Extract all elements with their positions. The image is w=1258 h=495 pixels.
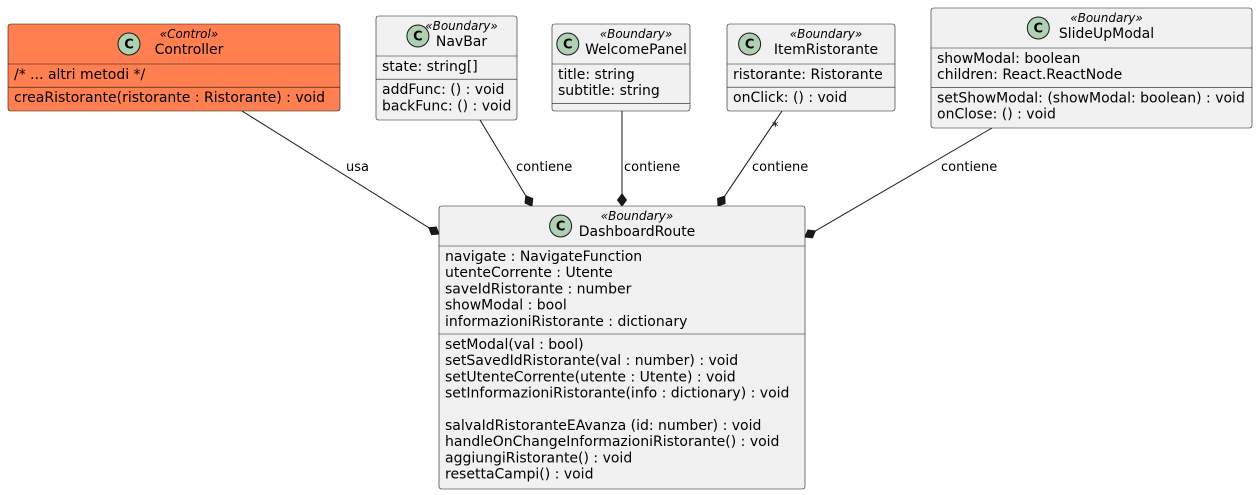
class-method: resettaCampi() : void	[445, 467, 593, 483]
classes-layer: C «Control»Controller /* ... altri metodi …	[7, 7, 1253, 490]
class-stereotype: «Boundary»	[790, 27, 863, 41]
relation-controller: usa	[241, 110, 440, 236]
class-attribute: ristorante: Ristorante	[733, 67, 883, 83]
relation-line	[724, 110, 783, 197]
class-attribute: showModal : bool	[445, 298, 567, 314]
class-icon	[1026, 16, 1050, 40]
class-icon-letter: C	[556, 220, 566, 235]
class-method: salvaIdRistoranteEAvanza (id: number) : …	[445, 418, 761, 434]
class-attribute: /* ... altri metodi */	[14, 67, 146, 83]
class-icon-letter: C	[745, 38, 755, 53]
relation-navbar: contiene	[479, 119, 572, 207]
class-attribute: utenteCorrente : Utente	[445, 265, 613, 281]
class-name: DashboardRoute	[579, 224, 696, 240]
relation-label: contiene	[941, 160, 997, 175]
class-method: onClick: () : void	[733, 90, 847, 106]
class-name: WelcomePanel	[585, 42, 687, 58]
class-name: SlideUpModal	[1059, 26, 1154, 42]
relation-itemristorante: contiene *	[717, 110, 808, 207]
class-stereotype: «Boundary»	[1070, 11, 1143, 25]
class-method: handleOnChangeInformazioniRistorante() :…	[445, 434, 779, 450]
relation-line	[479, 119, 527, 196]
relation-slideupmodal: contiene	[804, 127, 997, 239]
relation-line	[815, 127, 993, 232]
class-method: setInformazioniRistorante(info : diction…	[445, 386, 789, 402]
class-icon-letter: C	[124, 38, 134, 53]
class-stereotype: «Control»	[160, 27, 218, 41]
composition-diamond	[616, 193, 628, 207]
class-icon	[556, 32, 580, 56]
class-icon	[406, 24, 430, 48]
class-stereotype: «Boundary»	[601, 209, 674, 223]
class-attribute: subtitle: string	[558, 83, 660, 99]
class-box	[726, 23, 896, 112]
class-dashboardroute: C «Boundary»DashboardRoute navigate : Navi…	[438, 205, 806, 490]
class-stereotype: «Boundary»	[425, 19, 498, 33]
class-stereotype: «Boundary»	[600, 27, 673, 41]
class-icon	[117, 32, 141, 56]
class-controller: C «Control»Controller /* ... altri metodi …	[7, 23, 341, 112]
class-slideupmodal: C «Boundary»SlideUpModal showModal: boolea…	[930, 7, 1253, 129]
class-navbar: C«Boundary»NavBar state: string[] addFunc:…	[375, 15, 518, 121]
class-name: ItemRistorante	[774, 42, 878, 58]
class-icon-letter: C	[563, 38, 573, 53]
class-attribute: informazioniRistorante : dictionary	[445, 314, 687, 330]
class-name: Controller	[155, 42, 224, 58]
class-box	[930, 7, 1253, 129]
class-method: aggiungiRistorante() : void	[445, 450, 632, 466]
class-method: setModal(val : bool)	[445, 337, 584, 353]
class-itemristorante: C «Boundary»ItemRistorante ristorante: Ris…	[726, 23, 896, 112]
relation-label: contiene	[752, 160, 808, 175]
composition-diamond	[804, 229, 817, 239]
relation-label: contiene	[516, 160, 572, 175]
composition-diamond	[524, 195, 534, 207]
class-method: backFunc: () : void	[382, 98, 511, 114]
relation-label: usa	[346, 160, 369, 175]
composition-diamond	[717, 195, 726, 207]
class-attribute: title: string	[558, 67, 635, 83]
class-icon	[549, 214, 573, 238]
class-method: addFunc: () : void	[382, 82, 504, 98]
relation-label: contiene	[624, 160, 680, 175]
class-box	[551, 23, 691, 112]
relation-multiplicity: *	[772, 120, 779, 135]
composition-diamond	[428, 226, 440, 236]
class-attribute: navigate : NavigateFunction	[445, 249, 642, 265]
class-attribute: children: React.ReactNode	[937, 67, 1122, 83]
relation-line	[241, 110, 430, 229]
class-method: creaRistorante(ristorante : Ristorante) …	[14, 90, 325, 106]
class-icon	[738, 32, 762, 56]
relation-welcomepanel: contiene	[616, 111, 680, 207]
class-box	[7, 23, 341, 112]
class-welcomepanel: C «Boundary»WelcomePanel title: stringsubt…	[551, 23, 691, 112]
class-method: setUtenteCorrente(utente : Utente) : voi…	[445, 369, 736, 385]
class-method: setShowModal: (showModal: boolean) : voi…	[937, 90, 1245, 106]
class-icon-letter: C	[413, 30, 423, 45]
relations-layer: usa contiene contiene contiene * contiene	[241, 110, 997, 239]
class-attribute: state: string[]	[382, 59, 478, 75]
class-icon-letter: C	[1034, 22, 1044, 37]
class-box	[438, 205, 806, 490]
class-attribute: saveIdRistorante : number	[445, 281, 632, 297]
class-attribute: showModal: boolean	[937, 51, 1080, 67]
class-method: onClose: () : void	[937, 107, 1056, 123]
class-method: setSavedIdRistorante(val : number) : voi…	[445, 353, 738, 369]
class-name: NavBar	[436, 34, 488, 50]
